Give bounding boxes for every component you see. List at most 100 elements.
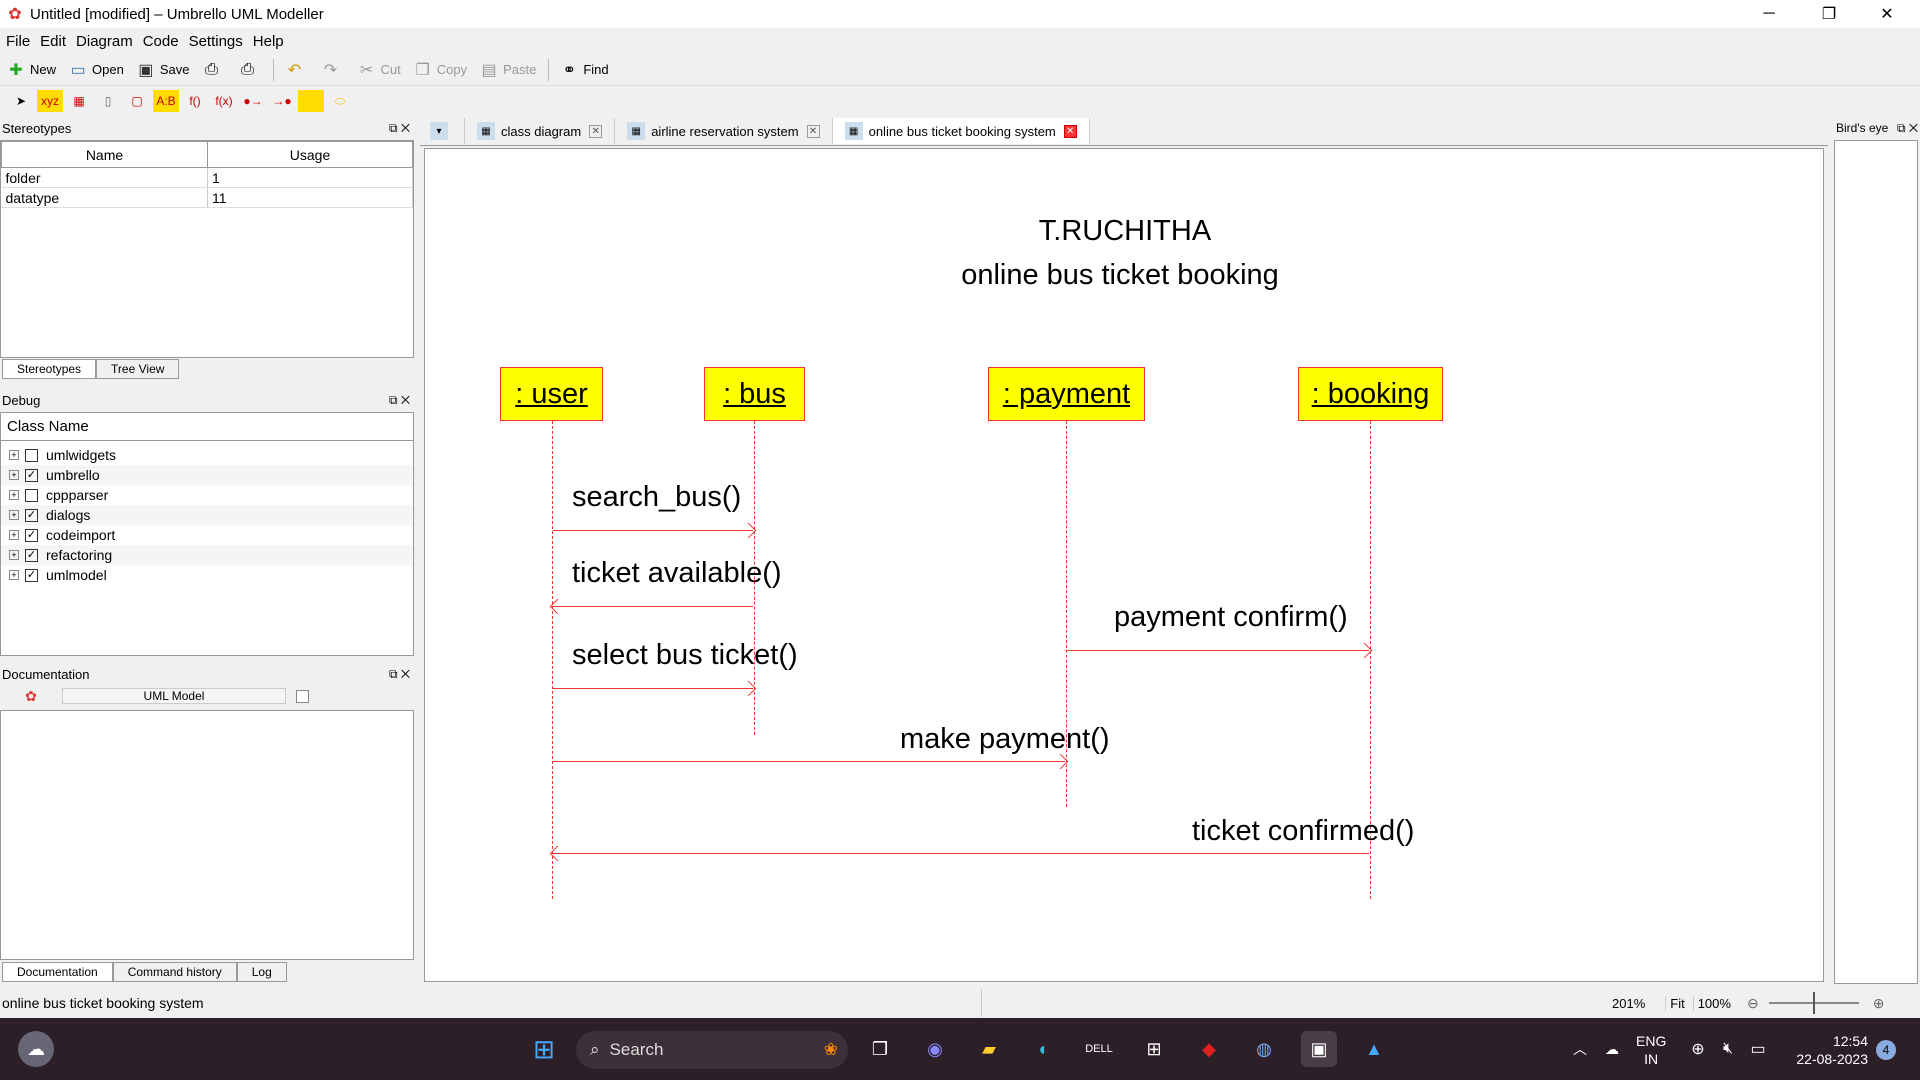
panel-float-close-icon[interactable]: ⧉ ✕ [388,392,410,407]
select-arrow-icon[interactable]: ➤ [15,94,27,108]
menu-diagram[interactable]: Diagram [76,32,133,50]
new-button[interactable]: ✚New [6,60,56,80]
file-explorer-icon[interactable]: ▰ [982,1038,996,1059]
network-icon[interactable]: ☁ [1605,1040,1619,1057]
list-item[interactable]: +✓codeimport [1,525,413,545]
expand-icon[interactable]: + [9,450,19,460]
chat-icon[interactable]: ◉ [927,1038,943,1059]
find-button[interactable]: ⚭Find [559,60,609,80]
dell-icon[interactable]: DELL [1085,1043,1113,1055]
object-payment[interactable]: : payment [988,367,1145,421]
message-arrow[interactable] [553,853,1369,854]
expand-icon[interactable]: + [9,550,19,560]
lifeline-bus[interactable] [754,421,755,735]
column-usage-header[interactable]: Usage [207,141,413,168]
photos-icon[interactable]: ▲ [1365,1038,1383,1059]
checkbox[interactable]: ✓ [25,508,38,522]
store-icon[interactable]: ⊞ [1146,1038,1162,1059]
lifeline-user[interactable] [552,421,553,899]
taskbar-search-box[interactable]: ⌕ Search ❀ [576,1031,848,1069]
close-tab-icon[interactable]: ✕ [589,124,603,138]
message-label[interactable]: ticket available() [572,557,782,589]
diagram-subtitle-label[interactable]: online bus ticket booking [961,259,1279,291]
checkbox[interactable]: ✓ [25,568,38,582]
message-label[interactable]: search_bus() [572,481,742,513]
battery-icon[interactable]: ▭ [1750,1041,1766,1058]
windows-start-icon[interactable]: ⊞ [533,1033,555,1064]
panel-float-close-icon[interactable]: ⧉ ✕ [388,666,410,681]
message-arrow[interactable] [1067,650,1369,651]
clock[interactable]: 12:54 22-08-2023 [1796,1033,1868,1067]
tab-online-bus-booking[interactable]: ▦online bus ticket booking system✕ [832,118,1090,144]
notification-badge[interactable]: 4 [1876,1040,1896,1060]
combined-fragment-icon[interactable]: ⬭ [334,93,346,108]
task-view-icon[interactable]: ❐ [871,1038,889,1059]
list-item[interactable]: +✓umbrello [1,465,413,485]
lifeline-payment[interactable] [1066,421,1067,807]
copy-button[interactable]: ❐Copy [413,60,468,80]
expand-icon[interactable]: + [9,510,19,520]
save-button[interactable]: ▣Save [136,60,189,80]
edge-browser-icon[interactable]: ◐ [1038,1038,1050,1059]
text-line-icon[interactable]: ▯ [104,94,112,108]
tab-airline-reservation[interactable]: ▦airline reservation system✕ [615,118,833,144]
list-item[interactable]: +cppparser [1,485,413,505]
undo-button[interactable]: ↶ [284,60,308,80]
documentation-text-area[interactable] [0,710,414,960]
app-icon[interactable]: ◍ [1256,1038,1272,1059]
weather-icon[interactable]: ☁ [18,1031,54,1067]
restore-icon[interactable]: ❐ [1821,6,1837,23]
menu-code[interactable]: Code [142,32,179,50]
tab-stereotypes[interactable]: Stereotypes [2,359,97,379]
menu-help[interactable]: Help [252,32,284,50]
zoom-100-button[interactable]: 100% [1692,995,1735,1011]
checkbox[interactable]: ✓ [25,548,38,562]
object-booking[interactable]: : booking [1298,367,1443,421]
expand-icon[interactable]: + [9,530,19,540]
diagram-author-label[interactable]: T.RUCHITHA [1038,215,1212,247]
zoom-in-icon[interactable]: ⊕ [1872,994,1885,1011]
close-tab-icon[interactable]: ✕ [806,124,820,138]
async-message-icon[interactable]: f(x) [215,94,233,108]
mcafee-icon[interactable]: ◆ [1202,1038,1216,1059]
tab-tree-view[interactable]: Tree View [96,359,180,379]
menu-settings[interactable]: Settings [188,32,243,50]
tab-documentation[interactable]: Documentation [2,962,113,982]
expand-icon[interactable]: + [9,570,19,580]
message-label[interactable]: make payment() [900,723,1110,755]
checkbox[interactable]: ✓ [25,468,38,482]
class-name-header[interactable]: Class Name [1,413,413,441]
lifeline-booking[interactable] [1370,421,1371,899]
tab-command-history[interactable]: Command history [112,962,237,982]
zoom-slider[interactable] [1768,992,1859,1014]
message-label[interactable]: payment confirm() [1114,601,1348,633]
anchor-ab-icon[interactable]: A:B [153,90,179,112]
list-item[interactable]: +umlwidgets [1,445,413,465]
message-arrow[interactable] [553,606,753,607]
list-item[interactable]: +✓umlmodel [1,565,413,585]
chevron-up-icon[interactable]: ︿ [1573,1041,1587,1057]
menu-edit[interactable]: Edit [40,32,67,50]
panel-float-close-icon[interactable]: ⧉ ✕ [388,120,410,135]
redo-button[interactable]: ↷ [320,60,344,80]
language-indicator[interactable]: ENG IN [1636,1033,1667,1067]
note-xyz-icon[interactable]: xyz [37,90,63,112]
zoom-slider-handle[interactable] [1812,992,1815,1014]
speaker-muted-icon[interactable]: 🔇︎ [1722,1040,1734,1057]
fit-button[interactable]: Fit [1665,995,1688,1011]
found-message-icon[interactable]: ●→ [243,94,263,108]
open-button[interactable]: ▭Open [68,60,123,80]
object-user[interactable]: : user [500,367,603,421]
cut-button[interactable]: ✂Cut [356,60,401,80]
box-icon[interactable]: ▢ [131,94,143,108]
object-icon[interactable]: ▦ [73,94,85,108]
print-button[interactable]: ⎙ [201,60,225,80]
object-bus[interactable]: : bus [704,367,805,421]
message-label[interactable]: ticket confirmed() [1192,815,1415,847]
globe-icon[interactable]: ⊕ [1691,1041,1705,1058]
precondition-icon[interactable]: ▭ [298,90,324,112]
message-arrow[interactable] [553,761,1065,762]
zoom-out-icon[interactable]: ⊖ [1746,994,1759,1011]
message-arrow[interactable] [553,530,753,531]
